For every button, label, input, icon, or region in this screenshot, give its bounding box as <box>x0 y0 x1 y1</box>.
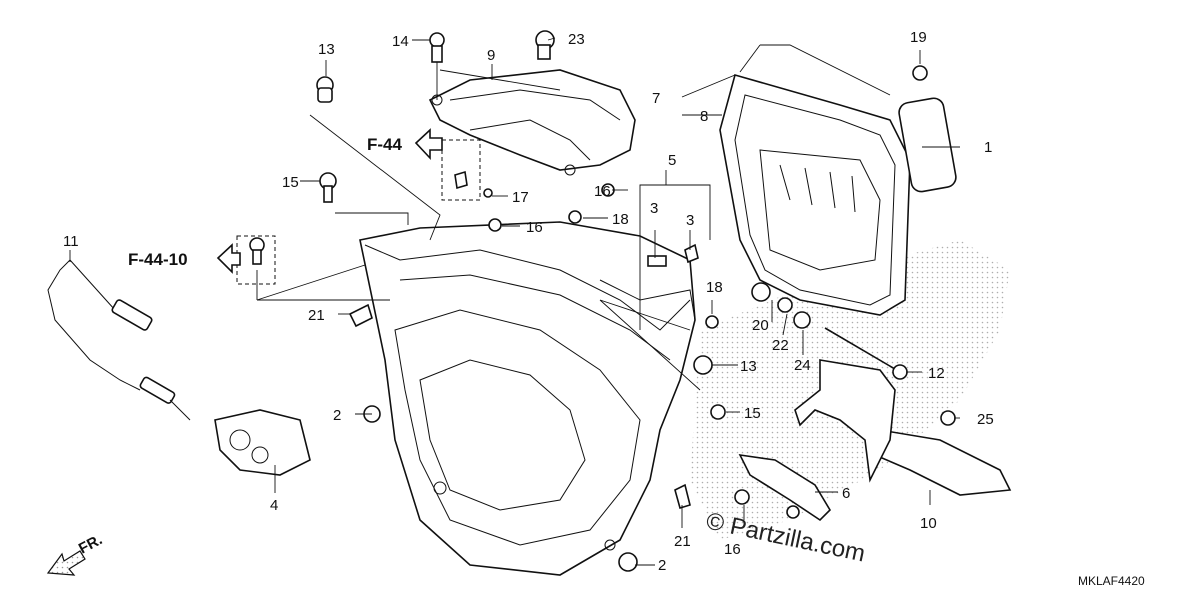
callout-23: 23 <box>568 31 585 48</box>
callout-17: 17 <box>512 189 529 206</box>
callout-21-b: 21 <box>674 533 691 550</box>
part-1-gasket <box>898 97 957 193</box>
callout-19: 19 <box>910 29 927 46</box>
ref-arrow-f44 <box>414 128 443 161</box>
callout-10: 10 <box>920 515 937 532</box>
part-9-cover <box>428 69 636 176</box>
part-10-stay <box>794 359 1012 496</box>
callout-16-c: 16 <box>724 541 741 558</box>
callout-13-b: 13 <box>740 358 757 375</box>
air-cleaner-housing <box>359 221 696 576</box>
ref-label-f44: F-44 <box>367 135 403 154</box>
part-4-latch <box>214 409 311 476</box>
dashed-box-f44 <box>441 139 481 201</box>
callout-3: 3 <box>650 200 658 217</box>
callout-21: 21 <box>308 307 325 324</box>
callout-25: 25 <box>977 411 994 428</box>
leader-lines <box>69 37 960 566</box>
diagram-code: MKLAF4420 <box>1078 574 1145 588</box>
part-6-guard <box>738 453 832 522</box>
ref-arrow-f4410 <box>216 243 241 274</box>
callout-6: 6 <box>842 485 850 502</box>
callout-7: 7 <box>652 90 660 107</box>
callout-16: 16 <box>594 183 611 200</box>
callout-24: 24 <box>794 357 811 374</box>
callout-16-b: 16 <box>526 219 543 236</box>
callout-2-b: 2 <box>658 557 666 574</box>
callout-18-b: 18 <box>706 279 723 296</box>
callout-5: 5 <box>668 152 676 169</box>
callout-11: 11 <box>63 233 79 250</box>
part-7-8-filter <box>719 74 911 316</box>
callout-8: 8 <box>700 108 708 125</box>
callout-22: 22 <box>772 337 789 354</box>
callout-20: 20 <box>752 317 769 334</box>
callout-1: 1 <box>984 139 992 156</box>
callout-2: 2 <box>333 407 341 424</box>
front-direction-arrow <box>46 550 86 576</box>
part-11-cable <box>47 259 191 421</box>
callout-9: 9 <box>487 47 495 64</box>
callout-4: 4 <box>270 497 278 514</box>
ref-label-f4410: F-44-10 <box>128 250 188 269</box>
callout-18: 18 <box>612 211 629 228</box>
callout-13: 13 <box>318 41 335 58</box>
callout-15-b: 15 <box>744 405 761 422</box>
callout-12: 12 <box>928 365 945 382</box>
callout-3-b: 3 <box>686 212 694 229</box>
callout-15: 15 <box>282 174 299 191</box>
callout-14: 14 <box>392 33 409 50</box>
callout-numbers: 1 2 2 3 3 4 5 6 7 8 9 10 11 12 13 13 14 … <box>63 29 994 574</box>
